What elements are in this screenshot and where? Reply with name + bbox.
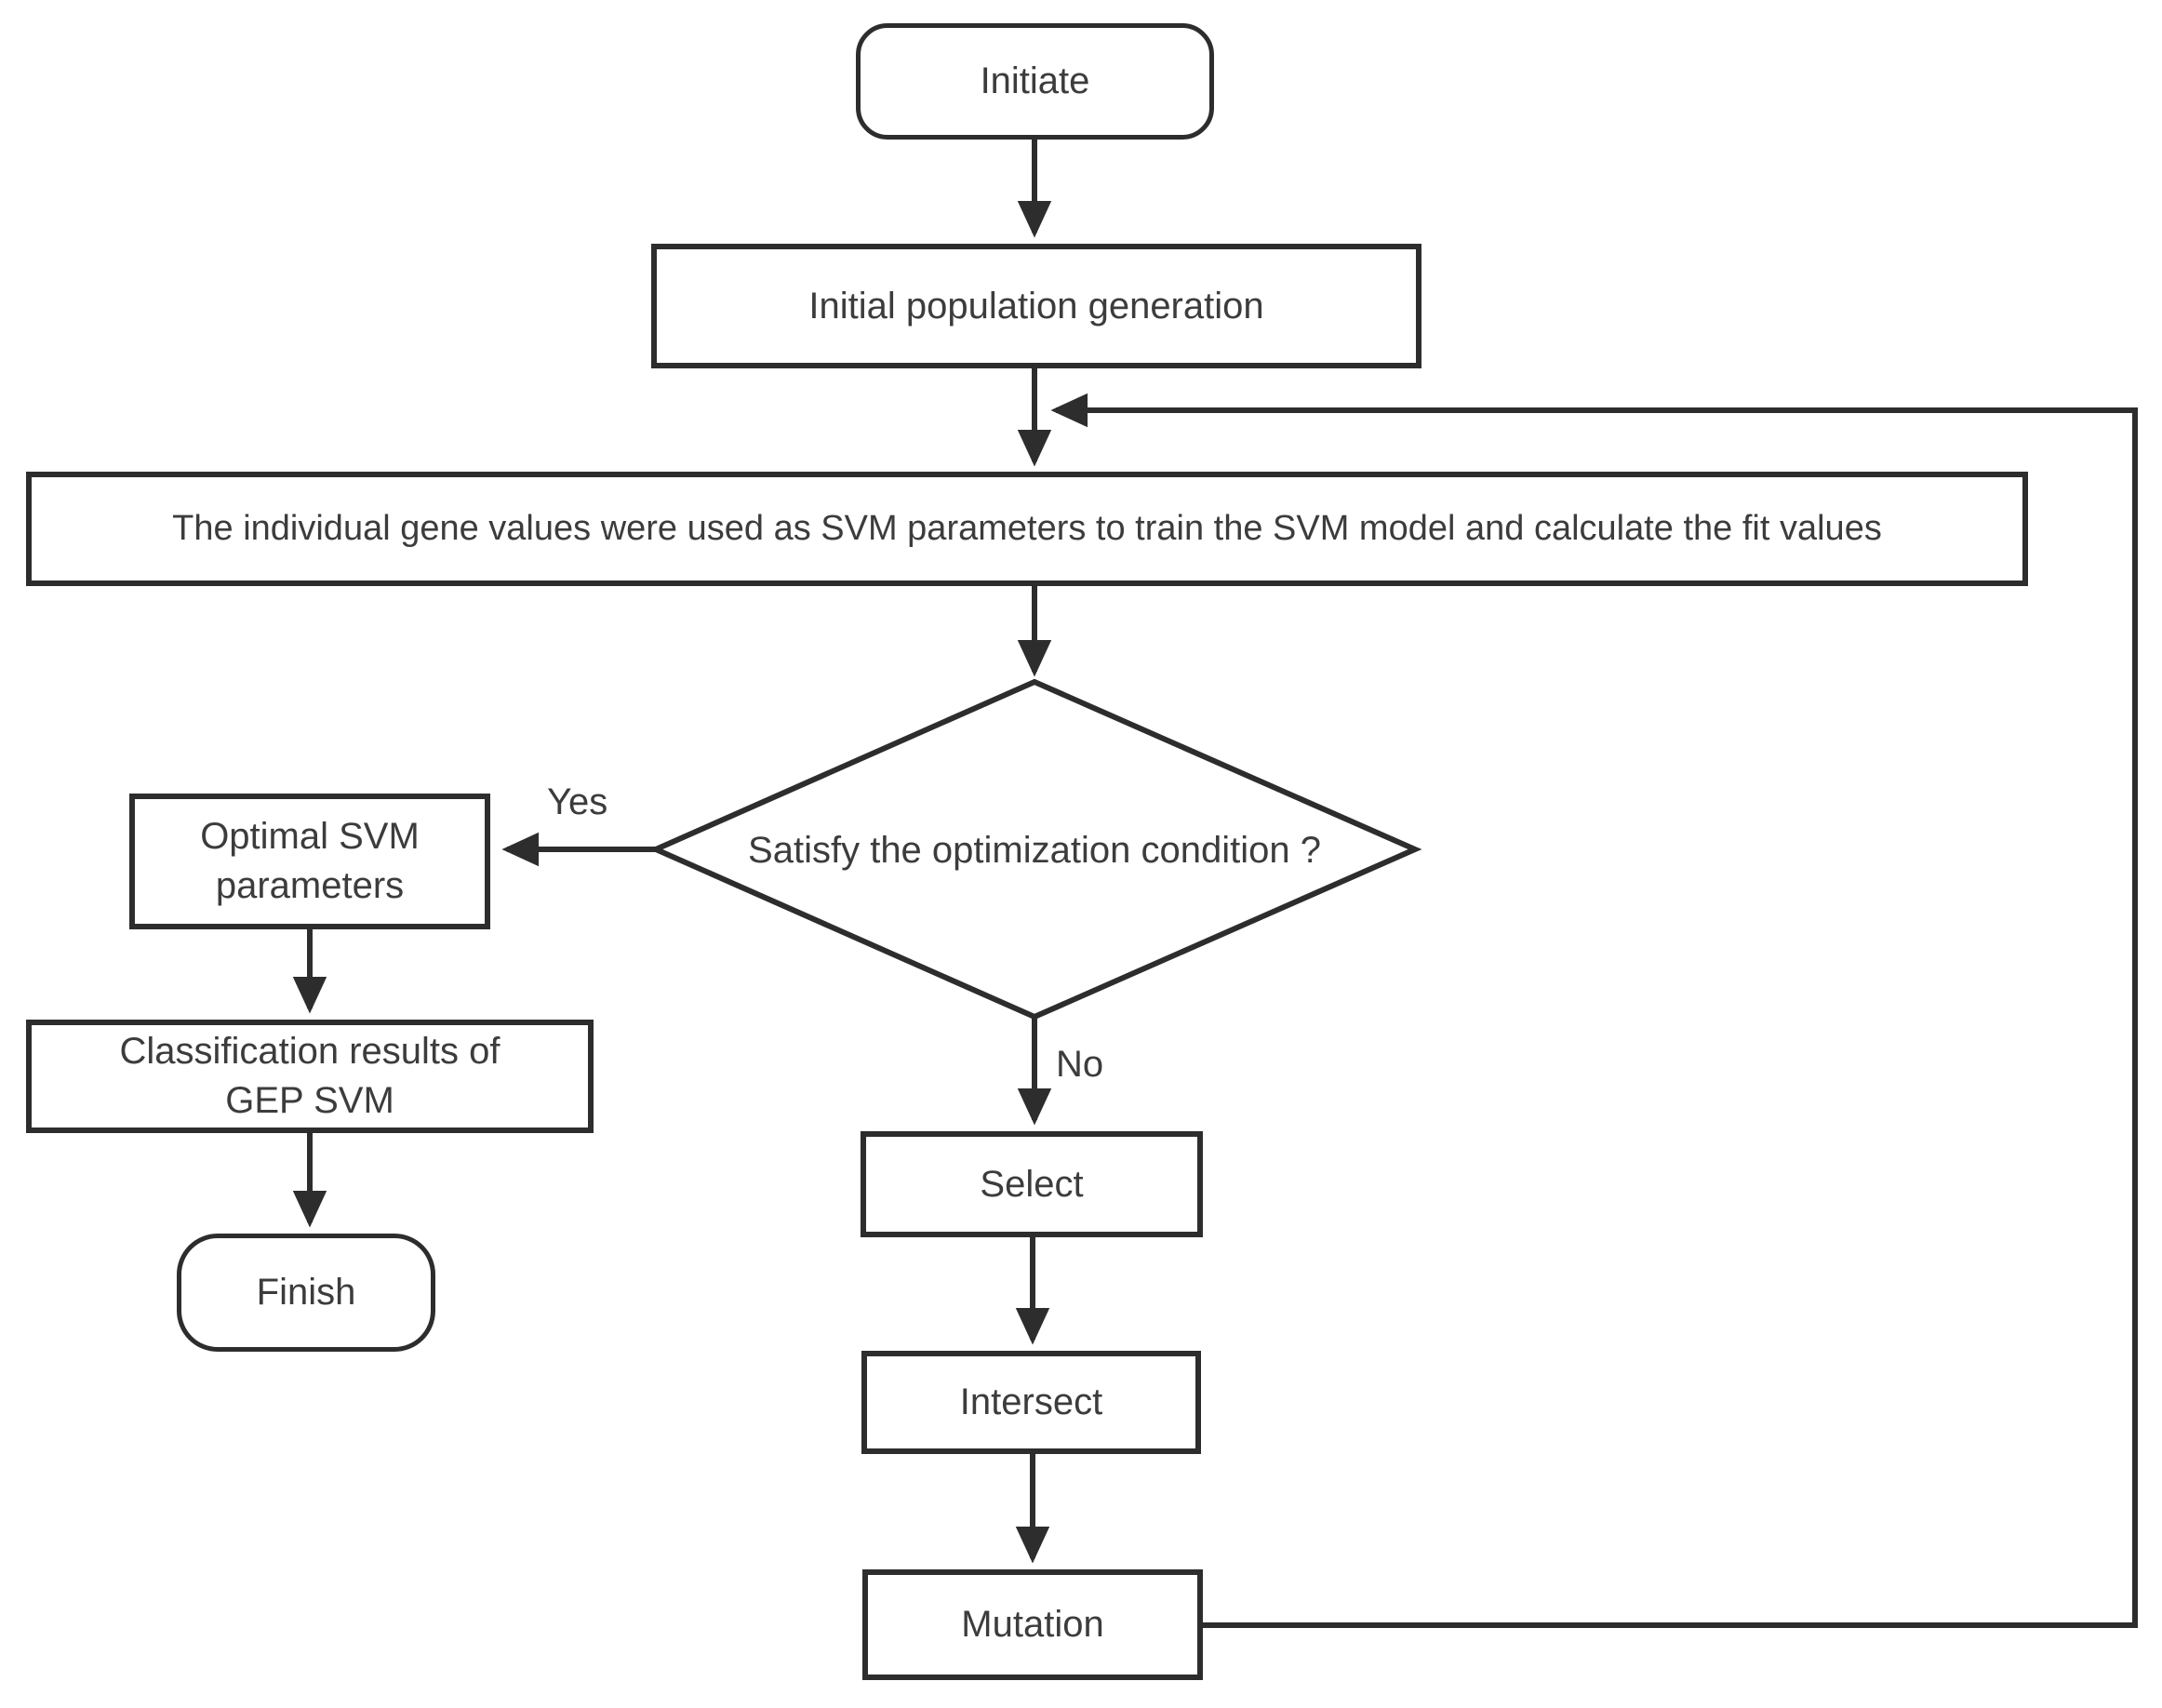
node-train-svm-label: The individual gene values were used as … — [172, 509, 1882, 549]
decision-diamond-shape — [648, 678, 1422, 1021]
node-finish: Finish — [177, 1234, 435, 1352]
node-initial-population-label: Initial population generation — [808, 285, 1264, 327]
node-initiate: Initiate — [856, 23, 1214, 140]
node-intersect-label: Intersect — [959, 1381, 1103, 1423]
node-intersect: Intersect — [861, 1351, 1201, 1454]
edge-mutation-feedback-loop — [1050, 393, 2138, 1628]
edge-label-yes: Yes — [547, 781, 608, 822]
node-classification-results: Classification results of GEP SVM — [26, 1020, 594, 1133]
node-initiate-label: Initiate — [980, 60, 1090, 102]
node-mutation: Mutation — [862, 1569, 1203, 1680]
node-select: Select — [861, 1131, 1203, 1237]
node-train-svm: The individual gene values were used as … — [26, 472, 2028, 586]
node-classification-results-label: Classification results of GEP SVM — [119, 1031, 500, 1121]
node-initial-population: Initial population generation — [651, 244, 1421, 368]
node-optimal-parameters-label: Optimal SVM parameters — [200, 816, 420, 906]
edge-label-no: No — [1056, 1044, 1104, 1085]
node-select-label: Select — [980, 1163, 1084, 1205]
node-decision-label: Satisfy the optimization condition ? — [748, 829, 1321, 871]
node-optimal-parameters: Optimal SVM parameters — [129, 794, 490, 929]
node-mutation-label: Mutation — [961, 1604, 1104, 1646]
node-finish-label: Finish — [256, 1272, 356, 1314]
